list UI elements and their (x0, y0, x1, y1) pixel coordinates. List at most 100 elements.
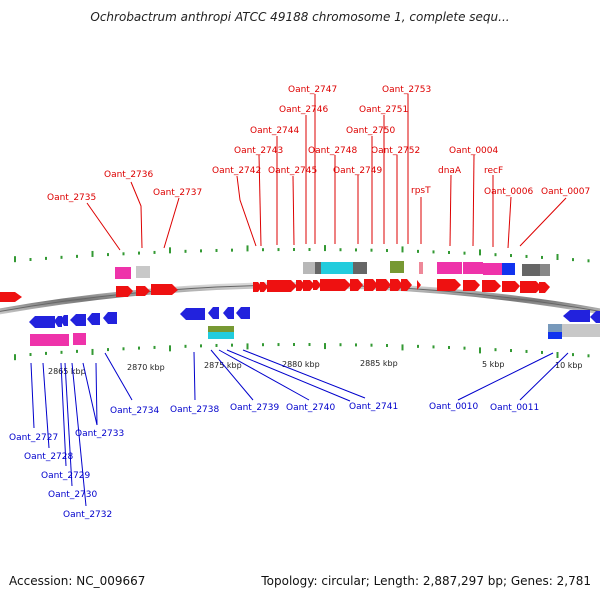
feature-box[interactable] (419, 262, 423, 274)
gene-arrow[interactable] (180, 308, 205, 320)
feature-box[interactable] (208, 332, 234, 339)
feature-box[interactable] (321, 262, 353, 274)
gene-arrow[interactable] (520, 281, 542, 293)
gene-arrow[interactable] (296, 280, 305, 291)
gene-arrow[interactable] (236, 307, 250, 319)
scale-tick (231, 248, 233, 252)
gene-arrow[interactable] (401, 279, 412, 291)
gene-label[interactable]: Oant_2746 (279, 105, 329, 115)
gene-label[interactable]: Oant_0007 (541, 187, 590, 197)
gene-arrow[interactable] (563, 310, 590, 322)
gene-arrow[interactable] (417, 280, 421, 290)
gene-label[interactable]: Oant_2728 (24, 452, 74, 462)
scale-tick (246, 245, 249, 252)
gene-arrow[interactable] (590, 311, 600, 323)
feature-box[interactable] (540, 264, 550, 276)
feature-box[interactable] (30, 334, 57, 346)
gene-label[interactable]: Oant_2730 (48, 490, 98, 500)
gene-label[interactable]: Oant_2729 (41, 471, 91, 481)
gene-arrow[interactable] (87, 313, 100, 325)
gene-label[interactable]: Oant_2739 (230, 403, 280, 413)
gene-arrow[interactable] (54, 316, 62, 327)
gene-label[interactable]: Oant_2743 (234, 146, 283, 156)
gene-label[interactable]: Oant_2737 (153, 188, 202, 198)
gene-label[interactable]: Oant_2734 (110, 406, 160, 416)
gene-arrow[interactable] (116, 286, 133, 297)
gene-label[interactable]: Oant_0004 (449, 146, 499, 156)
feature-box[interactable] (548, 324, 562, 332)
feature-box[interactable] (73, 333, 86, 345)
feature-box[interactable] (390, 261, 404, 273)
gene-arrow[interactable] (103, 312, 117, 324)
gene-label[interactable]: Oant_2750 (346, 126, 396, 136)
gene-label[interactable]: Oant_2732 (63, 510, 112, 520)
gene-label[interactable]: Oant_2733 (75, 429, 124, 439)
feature-box[interactable] (548, 332, 562, 339)
gene-label[interactable]: Oant_2741 (349, 402, 398, 412)
gene-label[interactable]: dnaA (438, 166, 462, 176)
gene-arrow[interactable] (539, 282, 550, 293)
feature-box[interactable] (115, 267, 131, 279)
gene-label[interactable]: recF (484, 166, 503, 176)
gene-arrow[interactable] (437, 279, 461, 291)
gene-label[interactable]: Oant_2742 (212, 166, 261, 176)
scale-tick (91, 250, 94, 257)
feature-box[interactable] (463, 262, 483, 274)
gene-label[interactable]: Oant_2752 (371, 146, 420, 156)
gene-arrow[interactable] (151, 284, 178, 295)
gene-arrow[interactable] (463, 280, 480, 291)
gene-arrow[interactable] (267, 280, 297, 292)
scale-tick (200, 344, 202, 348)
upper-feature-track (115, 261, 550, 279)
feature-box[interactable] (303, 262, 315, 274)
gene-arrow[interactable] (482, 280, 501, 292)
gene-arrow[interactable] (0, 292, 22, 302)
gene-label[interactable]: Oant_2748 (308, 146, 358, 156)
scale-label: 2875 kbp (204, 361, 242, 370)
gene-arrow[interactable] (364, 279, 378, 291)
gene-label[interactable]: Oant_2751 (359, 105, 408, 115)
gene-label[interactable]: Oant_2740 (286, 403, 336, 413)
gene-label[interactable]: Oant_2736 (104, 170, 154, 180)
gene-label[interactable]: Oant_2753 (382, 85, 431, 95)
feature-box[interactable] (522, 264, 540, 276)
gene-arrow[interactable] (350, 279, 363, 291)
gene-label[interactable]: Oant_2749 (333, 166, 383, 176)
gene-arrow[interactable] (376, 279, 391, 291)
gene-arrow[interactable] (313, 280, 321, 290)
gene-arrow[interactable] (260, 282, 268, 292)
gene-arrow[interactable] (60, 315, 68, 326)
feature-box[interactable] (57, 334, 69, 346)
gene-label[interactable]: Oant_0010 (429, 402, 479, 412)
gene-label[interactable]: Oant_2727 (9, 433, 58, 443)
feature-box[interactable] (437, 262, 462, 274)
gene-arrow[interactable] (223, 307, 234, 319)
scale-tick (370, 248, 373, 252)
feature-box[interactable] (208, 326, 234, 332)
gene-label[interactable]: Oant_2744 (250, 126, 300, 136)
feature-box[interactable] (315, 262, 321, 274)
gene-arrow[interactable] (303, 280, 315, 291)
gene-label[interactable]: Oant_2745 (268, 166, 317, 176)
feature-box[interactable] (483, 263, 502, 275)
gene-label[interactable]: Oant_2747 (288, 85, 337, 95)
scale-tick (510, 349, 512, 353)
scale-label: 5 kbp (482, 360, 504, 369)
gene-label[interactable]: Oant_2735 (47, 193, 96, 203)
gene-arrow[interactable] (70, 314, 86, 326)
gene-arrow[interactable] (208, 307, 219, 319)
feature-box[interactable] (136, 266, 150, 278)
gene-arrow[interactable] (253, 282, 262, 292)
gene-label[interactable]: Oant_2738 (170, 405, 220, 415)
gene-label[interactable]: Oant_0011 (490, 403, 539, 413)
gene-arrow[interactable] (136, 286, 150, 296)
feature-box[interactable] (502, 263, 515, 275)
gene-arrow[interactable] (320, 279, 351, 291)
gene-label[interactable]: Oant_0006 (484, 187, 534, 197)
feature-box[interactable] (353, 262, 367, 274)
gene-label[interactable]: rpsT (411, 186, 431, 196)
feature-box[interactable] (562, 324, 600, 337)
gene-arrow[interactable] (390, 279, 403, 291)
gene-arrow[interactable] (502, 281, 520, 292)
gene-arrow[interactable] (29, 316, 55, 328)
